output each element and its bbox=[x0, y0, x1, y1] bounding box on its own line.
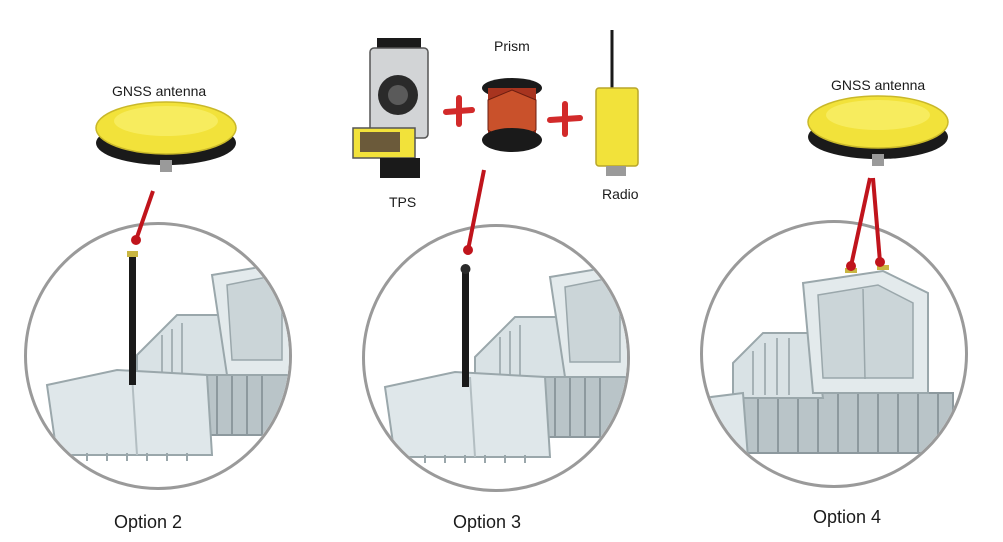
option2-caption: Option 2 bbox=[114, 512, 183, 532]
connector-line bbox=[849, 177, 872, 267]
option4-caption: Option 4 bbox=[813, 507, 882, 527]
total-station-icon bbox=[352, 38, 429, 178]
connector-dot bbox=[131, 235, 141, 245]
connector-line bbox=[134, 190, 155, 241]
option2-antenna-label: GNSS antenna bbox=[112, 83, 207, 99]
option3-machine-circle bbox=[362, 224, 630, 492]
prism-icon bbox=[482, 78, 542, 152]
gnss-antenna-icon bbox=[95, 101, 237, 172]
connector-line bbox=[871, 177, 882, 263]
connector-dot bbox=[463, 245, 473, 255]
bulldozer-icon bbox=[383, 264, 627, 463]
connector-line bbox=[466, 169, 486, 251]
option4-antenna-label: GNSS antenna bbox=[831, 77, 926, 93]
radio-icon bbox=[595, 30, 639, 176]
prism-label: Prism bbox=[494, 38, 530, 54]
plus-icon bbox=[443, 95, 475, 127]
gnss-antenna-icon bbox=[807, 95, 949, 166]
connector-dot bbox=[875, 257, 885, 267]
radio-label: Radio bbox=[602, 186, 639, 202]
connector-dot bbox=[846, 261, 856, 271]
bulldozer-icon bbox=[45, 251, 289, 461]
option2-machine-circle bbox=[24, 222, 292, 490]
plus-icon bbox=[547, 101, 583, 137]
tps-label: TPS bbox=[389, 194, 417, 210]
option3-caption: Option 3 bbox=[453, 512, 522, 532]
